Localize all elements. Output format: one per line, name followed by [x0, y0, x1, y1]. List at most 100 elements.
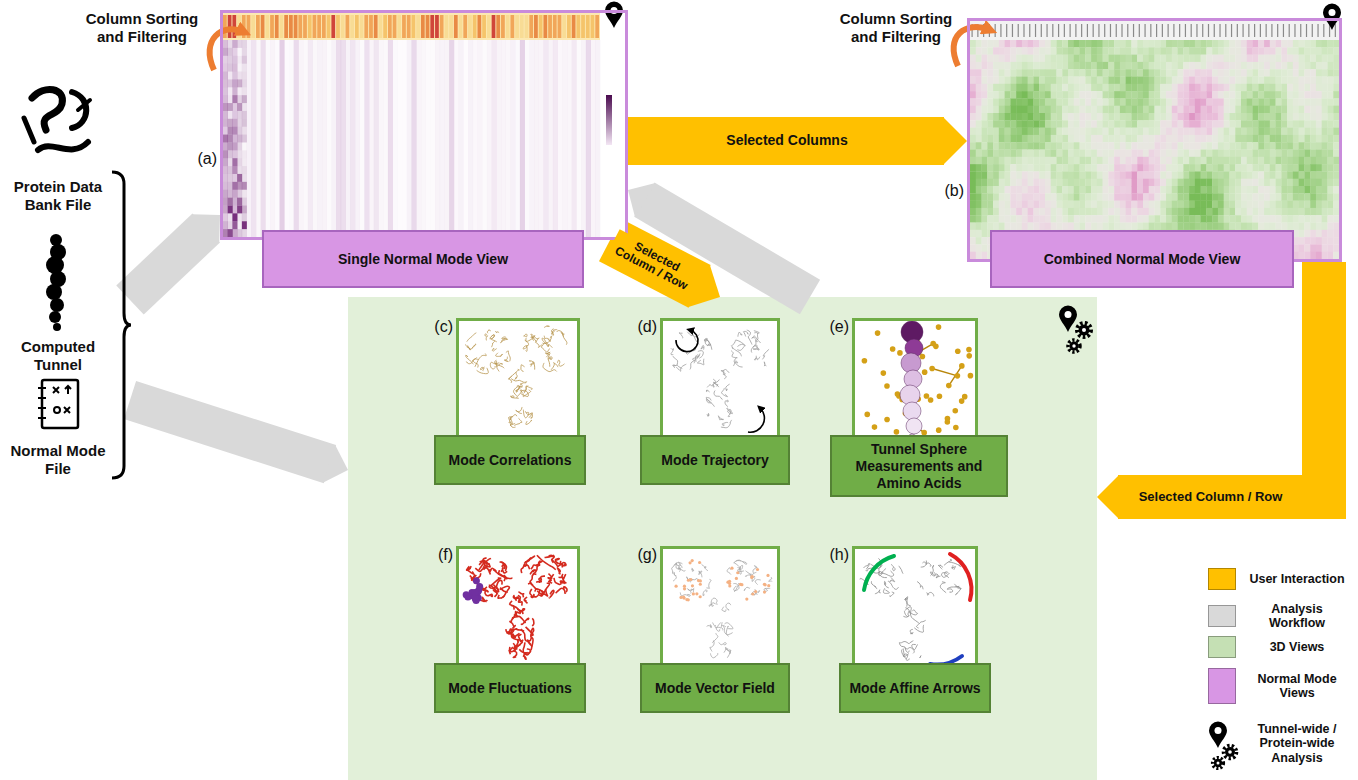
heatmap-cell	[976, 244, 982, 252]
heatmap-cell	[228, 221, 233, 229]
heatmap-cell	[1039, 128, 1045, 136]
heatmap-cell	[1195, 157, 1201, 165]
heatmap-cell	[999, 128, 1005, 136]
heatmap-cell	[1074, 77, 1080, 85]
heatmap-cell	[1201, 164, 1207, 172]
heatmap-cell	[1091, 47, 1097, 55]
heatmap-cell	[1143, 150, 1149, 158]
heatmap-cell	[1253, 186, 1259, 194]
heatmap-cell	[1166, 215, 1172, 223]
heatmap-cell	[1247, 98, 1253, 106]
heatmap-cell	[261, 15, 265, 38]
heatmap-cell	[232, 221, 237, 229]
heatmap-cell	[1051, 150, 1057, 158]
heatmap-cell	[1108, 171, 1114, 179]
heatmap-cell	[223, 182, 228, 190]
heatmap-cell	[1201, 62, 1207, 70]
heatmap-cell	[1137, 208, 1143, 216]
heatmap-cell	[426, 15, 430, 38]
heatmap-cell	[1287, 55, 1293, 63]
heatmap-cell	[1039, 69, 1045, 77]
heatmap-cell	[1005, 47, 1011, 55]
heatmap-cell	[1160, 84, 1166, 92]
heatmap-cell	[529, 15, 533, 38]
heatmap-cell	[1010, 157, 1016, 165]
heatmap-cell	[1281, 98, 1287, 106]
heatmap-cell	[1195, 77, 1201, 85]
heatmap-cell	[1183, 62, 1189, 70]
heatmap-cell	[1051, 186, 1057, 194]
heatmap-cell	[1206, 106, 1212, 114]
heatmap-cell	[1235, 62, 1241, 70]
heatmap-cell	[1229, 223, 1235, 231]
heatmap-cell	[1051, 128, 1057, 136]
heatmap-cell	[993, 142, 999, 150]
heatmap-cell	[1229, 113, 1235, 121]
heatmap-cell	[237, 213, 242, 221]
heatmap-cell	[1039, 208, 1045, 216]
heatmap-cell	[993, 223, 999, 231]
heatmap-cell	[1056, 120, 1062, 128]
heatmap-cell	[993, 40, 999, 48]
heatmap-cell	[1005, 91, 1011, 99]
heatmap-cell	[1114, 157, 1120, 165]
heatmap-cell	[970, 193, 976, 201]
heatmap-cell	[993, 164, 999, 172]
heatmap-cell	[1137, 91, 1143, 99]
heatmap-cell	[1114, 77, 1120, 85]
heatmap-cell	[1131, 98, 1137, 106]
heatmap-cell	[1155, 98, 1161, 106]
heatmap-cell	[1264, 208, 1270, 216]
heatmap-cell	[242, 40, 247, 237]
heatmap-cell	[982, 150, 988, 158]
heatmap-cell	[993, 157, 999, 165]
heatmap-cell	[426, 40, 431, 237]
heatmap-cell	[1131, 128, 1137, 136]
heatmap-cell	[1212, 215, 1218, 223]
heatmap-cell	[1126, 62, 1132, 70]
heatmap-cell	[1143, 120, 1149, 128]
heatmap-cell	[1080, 135, 1086, 143]
heatmap-cell	[1160, 128, 1166, 136]
heatmap-cell	[1155, 186, 1161, 194]
heatmap-cell	[1103, 208, 1109, 216]
heatmap-cell	[1287, 69, 1293, 77]
heatmap-cell	[1229, 193, 1235, 201]
heatmap-cell	[982, 252, 988, 260]
heatmap-cell	[1120, 193, 1126, 201]
heatmap-cell	[1126, 208, 1132, 216]
heatmap-cell	[1166, 223, 1172, 231]
heatmap-cell	[1068, 201, 1074, 209]
heatmap-cell	[1108, 98, 1114, 106]
heatmap-cell	[1212, 62, 1218, 70]
heatmap-cell	[1143, 215, 1149, 223]
heatmap-combined	[970, 21, 1339, 259]
heatmap-cell	[567, 15, 571, 38]
heatmap-cell	[232, 79, 237, 87]
heatmap-cell	[1028, 208, 1034, 216]
heatmap-cell	[976, 237, 982, 245]
heatmap-cell	[1080, 77, 1086, 85]
heatmap-cell	[1287, 186, 1293, 194]
heatmap-cell	[331, 40, 336, 237]
heatmap-cell	[1033, 215, 1039, 223]
heatmap-cell	[1155, 69, 1161, 77]
heatmap-cell	[341, 40, 346, 237]
heatmap-cell	[416, 15, 420, 38]
heatmap-cell	[430, 40, 435, 237]
heatmap-cell	[1016, 77, 1022, 85]
heatmap-cell	[1062, 47, 1068, 55]
heatmap-cell	[1264, 157, 1270, 165]
heatmap-cell	[242, 142, 247, 150]
heatmap-cell	[1080, 128, 1086, 136]
heatmap-cell	[987, 215, 993, 223]
heatmap-cell	[402, 15, 406, 38]
heatmap-cell	[242, 40, 247, 48]
heatmap-cell	[1253, 69, 1259, 77]
heatmap-cell	[1160, 179, 1166, 187]
heatmap-cell	[1183, 223, 1189, 231]
heatmap-cell	[1218, 135, 1224, 143]
heatmap-cell	[993, 215, 999, 223]
heatmap-cell	[976, 128, 982, 136]
heatmap-cell	[993, 69, 999, 77]
